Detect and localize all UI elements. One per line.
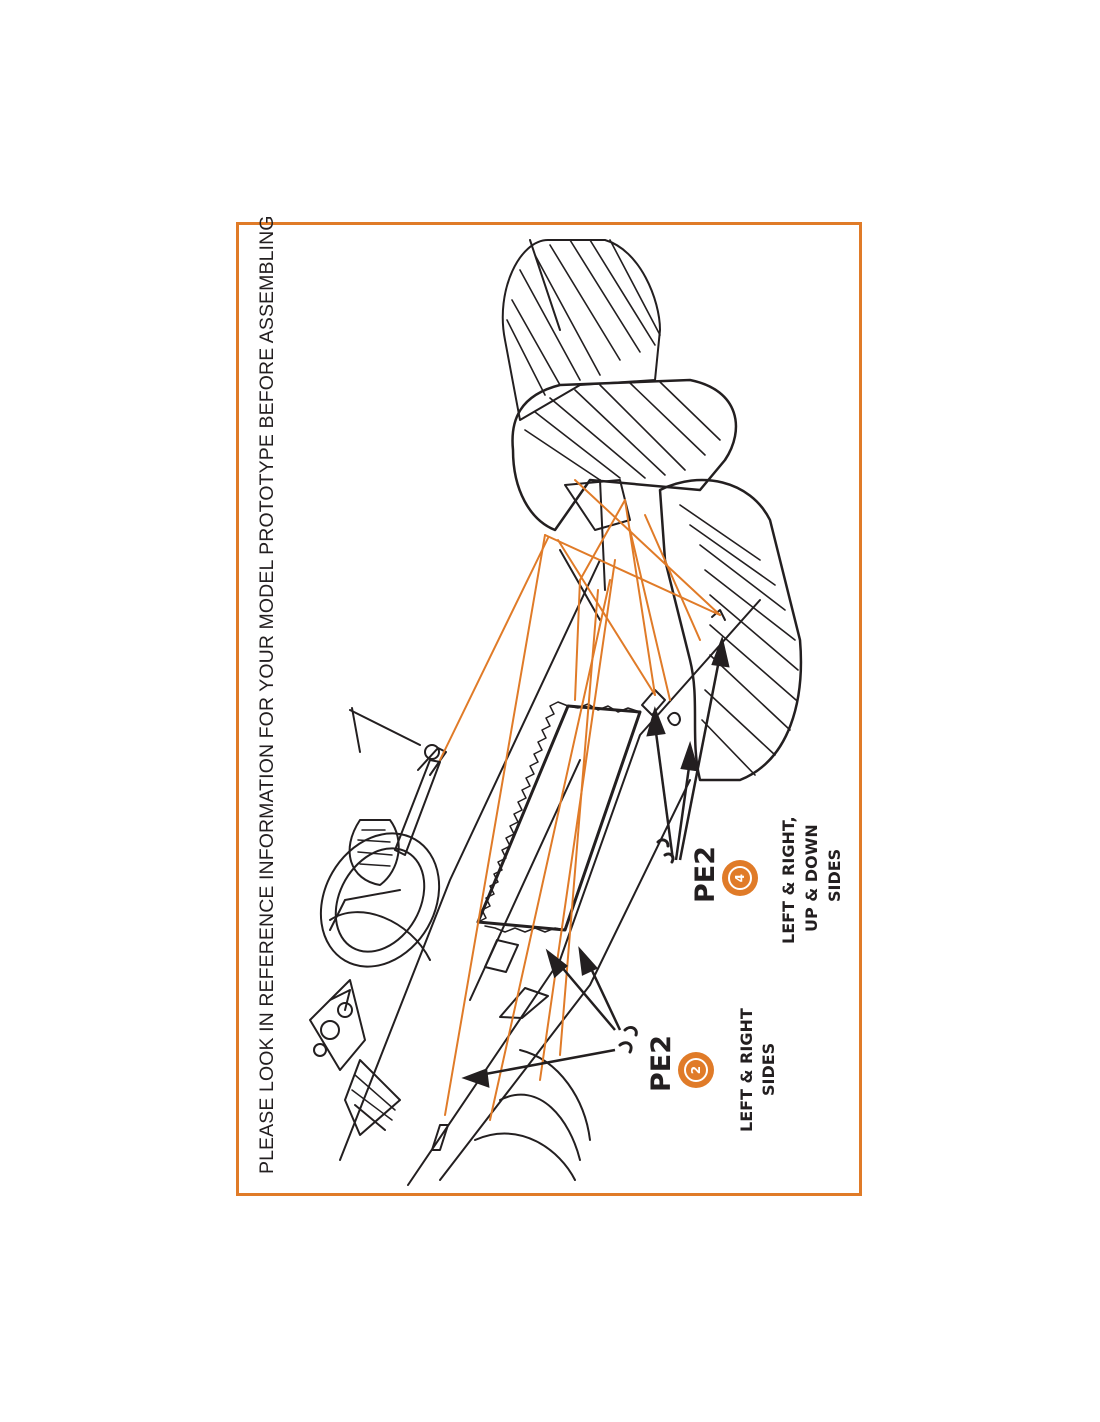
nose-line-2 (474, 1132, 576, 1181)
fuselage-top (339, 559, 601, 1161)
rigging-wire-1 (444, 534, 546, 1116)
rotate-icon (684, 1058, 708, 1082)
rigging-wire-11 (489, 579, 611, 1121)
cockpit-opening (476, 704, 642, 932)
callout-side-label: SIDES (759, 1042, 778, 1096)
rigging-wire-12 (644, 514, 701, 641)
arrow-to-side-1 (559, 964, 616, 1031)
rigging-wire-10 (539, 559, 616, 1081)
nose-line-3 (519, 1049, 591, 1141)
arrow-to-tail-2 (674, 759, 692, 861)
rigging-wire-13 (629, 529, 671, 701)
callout-part-label: PE2 (690, 845, 721, 903)
part-pe2-step2 (618, 1026, 638, 1054)
nose-line (499, 1093, 581, 1161)
tailplane-lower (658, 478, 803, 782)
tailplane-upper (501, 239, 661, 421)
gun-ring (319, 832, 441, 968)
reference-banner: PLEASE LOOK IN REFERENCE INFORMATION FOR… (256, 215, 278, 1174)
gun-drum (348, 819, 400, 886)
callout-side-label: LEFT & RIGHT (737, 1008, 756, 1132)
callout-side-label: UP & DOWN (802, 824, 821, 932)
arrow-to-tail-1 (653, 724, 675, 861)
rigging-wire-3 (544, 534, 721, 616)
gun-sight (344, 1059, 401, 1136)
instruction-frame (236, 222, 862, 1196)
cockpit-zigzag (477, 701, 569, 923)
gun-mount (329, 911, 431, 961)
callout-side-label: SIDES (825, 848, 844, 902)
rigging-wire-6 (579, 499, 626, 581)
callout-side-label: LEFT & RIGHT, (779, 816, 798, 944)
instrument-panel (309, 979, 366, 1071)
rigging-wire-8 (574, 579, 581, 701)
fairing (349, 709, 421, 746)
hatch-3 (431, 1124, 449, 1151)
arrow-to-side-2 (586, 961, 622, 1031)
step-2-badge: 2 (678, 1052, 714, 1088)
rigging-wire-5 (574, 479, 721, 616)
rotate-icon (728, 866, 752, 890)
rudder (511, 378, 738, 532)
hatch-1 (484, 939, 519, 973)
arrow-to-tail-3 (678, 654, 722, 861)
rigging-wire-2 (439, 537, 549, 761)
rigging-wire-9 (559, 589, 599, 1056)
fuselage-line (439, 779, 691, 1181)
step-4-badge: 4 (722, 860, 758, 896)
arrow-to-side-3 (479, 1048, 616, 1077)
callout-part-label: PE2 (646, 1034, 677, 1092)
tail-boom (564, 479, 631, 531)
